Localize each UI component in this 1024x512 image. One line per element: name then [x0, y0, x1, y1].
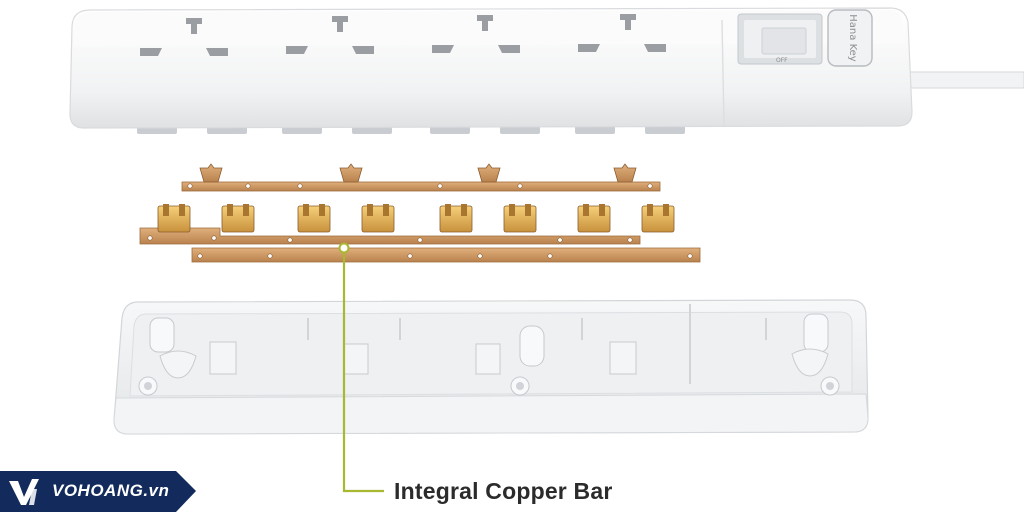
socket-4: [578, 14, 666, 52]
socket-1: [140, 18, 228, 56]
brand-mark-text: Hana Key: [847, 14, 858, 62]
watermark-text: VOHOANG.vn: [52, 481, 170, 500]
copper-strip-bottom: [191, 247, 701, 263]
copper-strip-top: [181, 181, 661, 192]
callout-label: Integral Copper Bar: [394, 478, 613, 504]
outlet-sockets: [140, 14, 666, 56]
vh-logo-icon: [9, 479, 39, 505]
callout-leader-line: [338, 242, 384, 493]
brand-badge: Hana Key: [827, 9, 873, 67]
switch-off-label: OFF: [776, 57, 788, 64]
power-switch: OFF: [737, 13, 823, 65]
copper-strip-middle: [139, 227, 641, 245]
power-strip-base: [113, 299, 869, 435]
watermark-banner: VOHOANG.vn: [0, 471, 196, 512]
socket-2: [286, 16, 374, 54]
socket-3: [432, 15, 520, 53]
power-strip-top-cover: OFF Hana Key: [69, 7, 1024, 134]
integral-copper-bar: [139, 163, 701, 263]
